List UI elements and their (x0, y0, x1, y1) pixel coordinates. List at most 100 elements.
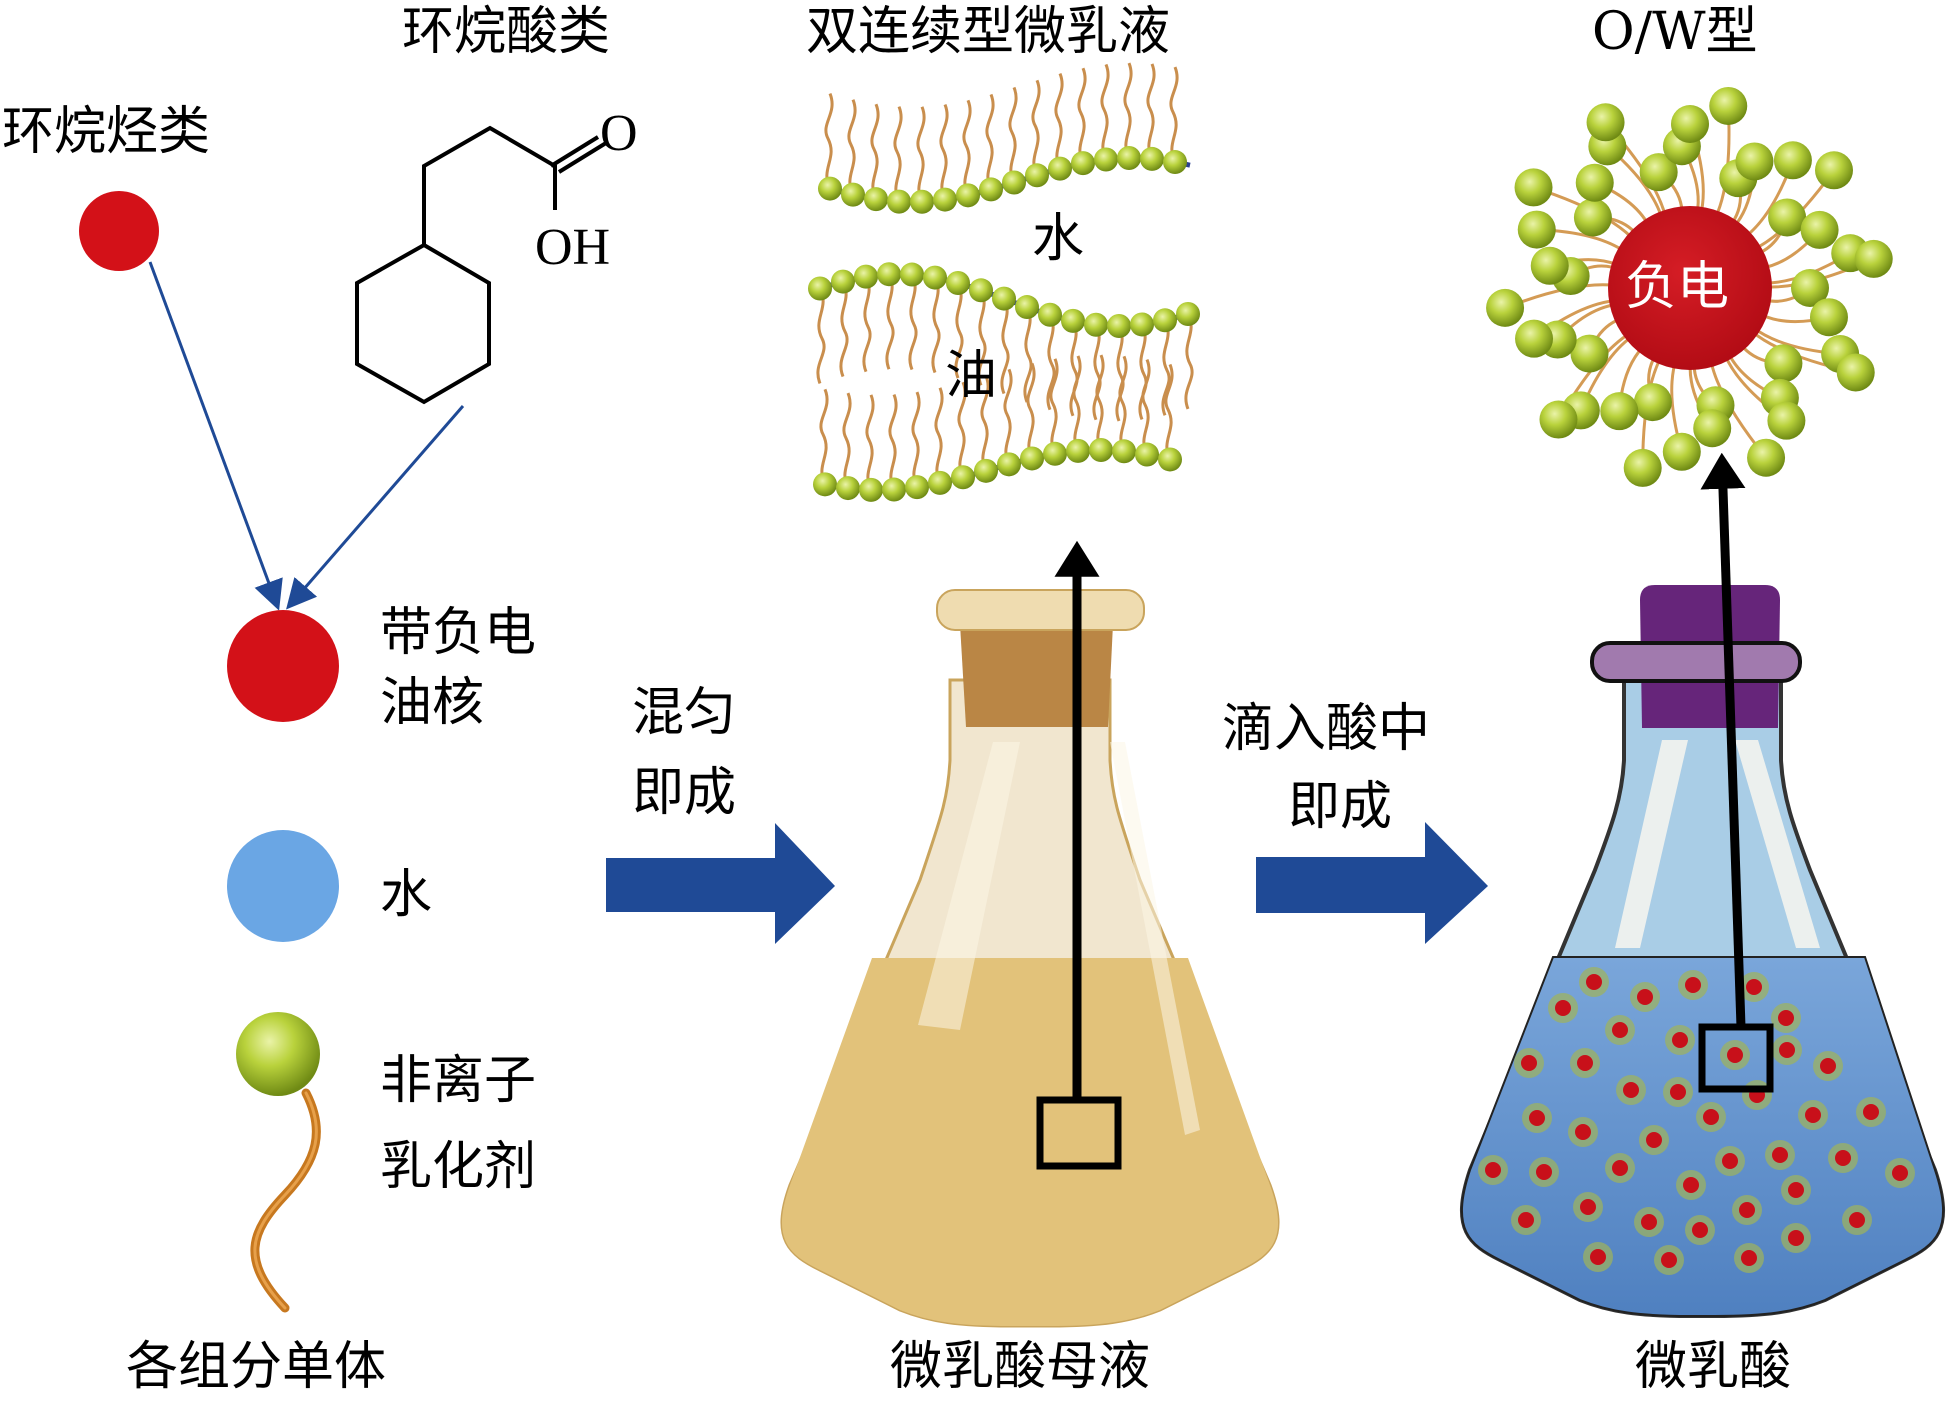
surfactant-head (1747, 438, 1786, 477)
surfactant-head (1094, 147, 1118, 172)
surfactant-head (1791, 269, 1829, 307)
surfactant-head (905, 475, 929, 500)
surfactant-chain (813, 354, 1182, 502)
surfactant-head (1735, 142, 1774, 181)
stopper-ring (1590, 641, 1802, 683)
micelle-dot-icon (1798, 1100, 1828, 1130)
micelle-dot-icon (1634, 1207, 1664, 1237)
carbonyl-oxygen-label: O (600, 105, 638, 162)
surfactant-head (951, 465, 975, 490)
surfactant-head (1043, 441, 1067, 466)
micelle-dot-icon (1616, 1075, 1646, 1105)
surfactant-head (1112, 439, 1136, 464)
surfactant-head (1623, 448, 1662, 487)
surfactant-head (956, 183, 980, 208)
surfactant-head (854, 264, 878, 289)
flask-lip (936, 589, 1145, 631)
ow-title: O/W型 (1592, 2, 1758, 62)
step1-line2: 即成 (632, 763, 737, 823)
micelle-dot-icon (1781, 1223, 1811, 1253)
negative-oil-core-sphere-icon (227, 610, 339, 722)
surfactant-head (887, 189, 911, 214)
micelle-dot-icon (1739, 972, 1769, 1002)
microemulsion-acid-caption: 微乳酸 (1635, 1337, 1792, 1397)
micelle-dot-icon (1478, 1155, 1508, 1185)
micelle-dot-icon (1720, 1040, 1750, 1070)
mother-liquor-caption: 微乳酸母液 (890, 1337, 1151, 1397)
surfactant-head (1764, 344, 1803, 383)
acid-chain (422, 125, 557, 245)
surfactant-head (1107, 313, 1131, 338)
naphthenic-acid-label: 环烷酸类 (402, 2, 611, 62)
surfactant-head (997, 452, 1021, 477)
microemulsion-zoom-line (1700, 452, 1746, 1028)
cycloalkane-label: 环烷烃类 (2, 102, 211, 162)
micelle-dot-icon (1771, 1003, 1801, 1033)
water-label: 水 (380, 865, 433, 925)
micelle-dot-icon (1583, 1242, 1613, 1272)
surfactant-chain (818, 62, 1191, 214)
surfactant-head (1586, 103, 1625, 142)
drip-arrow-icon (1256, 822, 1488, 944)
step2-line2: 即成 (1288, 777, 1393, 837)
step1-line1: 混匀 (632, 683, 737, 743)
water-sphere-icon (227, 830, 339, 942)
micelle-dot-icon (1885, 1158, 1915, 1188)
core-label-line1: 带负电 (380, 603, 537, 663)
hydroxyl-label: OH (535, 219, 610, 276)
micelle-dot-icon (1605, 1153, 1635, 1183)
surfactant-head (946, 271, 970, 296)
microemulsion-acid-flask (1460, 585, 1945, 1318)
cyclohexane-ring-icon (355, 242, 491, 405)
surfactant-head (1038, 302, 1062, 327)
micelle-dot-icon (1570, 1048, 1600, 1078)
surfactant-head (1671, 105, 1709, 143)
surfactant-head (992, 286, 1016, 311)
surfactant-head (808, 276, 832, 301)
surfactant-head (1514, 168, 1553, 207)
mother-liquor-flask (780, 589, 1280, 1328)
micelle-dot-icon (1696, 1102, 1726, 1132)
surfactant-head (1836, 353, 1875, 392)
micelle-dot-icon (1732, 1195, 1762, 1225)
components-heading: 各组分单体 (126, 1337, 387, 1397)
surfactant-head (1020, 446, 1044, 471)
micelle-dot-icon (1654, 1245, 1684, 1275)
step2-line1: 滴入酸中 (1222, 699, 1431, 759)
surfactant-head (1486, 288, 1525, 327)
surfactant-head (1158, 447, 1182, 472)
surfactant-head (1575, 163, 1614, 202)
micelle-dot-icon (1813, 1051, 1843, 1081)
micelle-dot-icon (1828, 1143, 1858, 1173)
surfactant-head (1061, 308, 1085, 333)
surfactant-head (1130, 312, 1154, 337)
surfactant-head (900, 262, 924, 287)
micelle-dot-icon (1765, 1140, 1795, 1170)
cork-stopper-icon (960, 624, 1113, 727)
surfactant-head (910, 189, 934, 214)
surfactant-head (1117, 146, 1141, 171)
surfactant-head (974, 458, 998, 483)
surfactant-head (979, 177, 1003, 202)
micelle-dot-icon (1630, 982, 1660, 1012)
micelle-dot-icon (1678, 970, 1708, 1000)
negative-oil-core (1608, 206, 1772, 370)
micelle-dot-icon (1772, 1035, 1802, 1065)
surfactant-head (1633, 383, 1672, 422)
micelle-dot-icon (1734, 1243, 1764, 1273)
surfactant-head (1570, 334, 1609, 373)
micelle-dot-icon (1781, 1175, 1811, 1205)
surfactant-head (882, 477, 906, 502)
micelle-dot-icon (1568, 1117, 1598, 1147)
surfactant-head (1530, 246, 1569, 285)
nonionic-surfactant-icon (236, 1012, 321, 1313)
surfactant-head (1573, 198, 1612, 237)
micelle-dot-icon (1548, 993, 1578, 1023)
surfactant-head (1709, 86, 1748, 125)
surfactant-head (1693, 409, 1732, 448)
micelle-dot-icon (1639, 1125, 1669, 1155)
bicontinuous-title: 双连续型微乳液 (806, 2, 1171, 62)
surfactant-head (1854, 239, 1893, 278)
surfactant-head (1048, 156, 1072, 181)
